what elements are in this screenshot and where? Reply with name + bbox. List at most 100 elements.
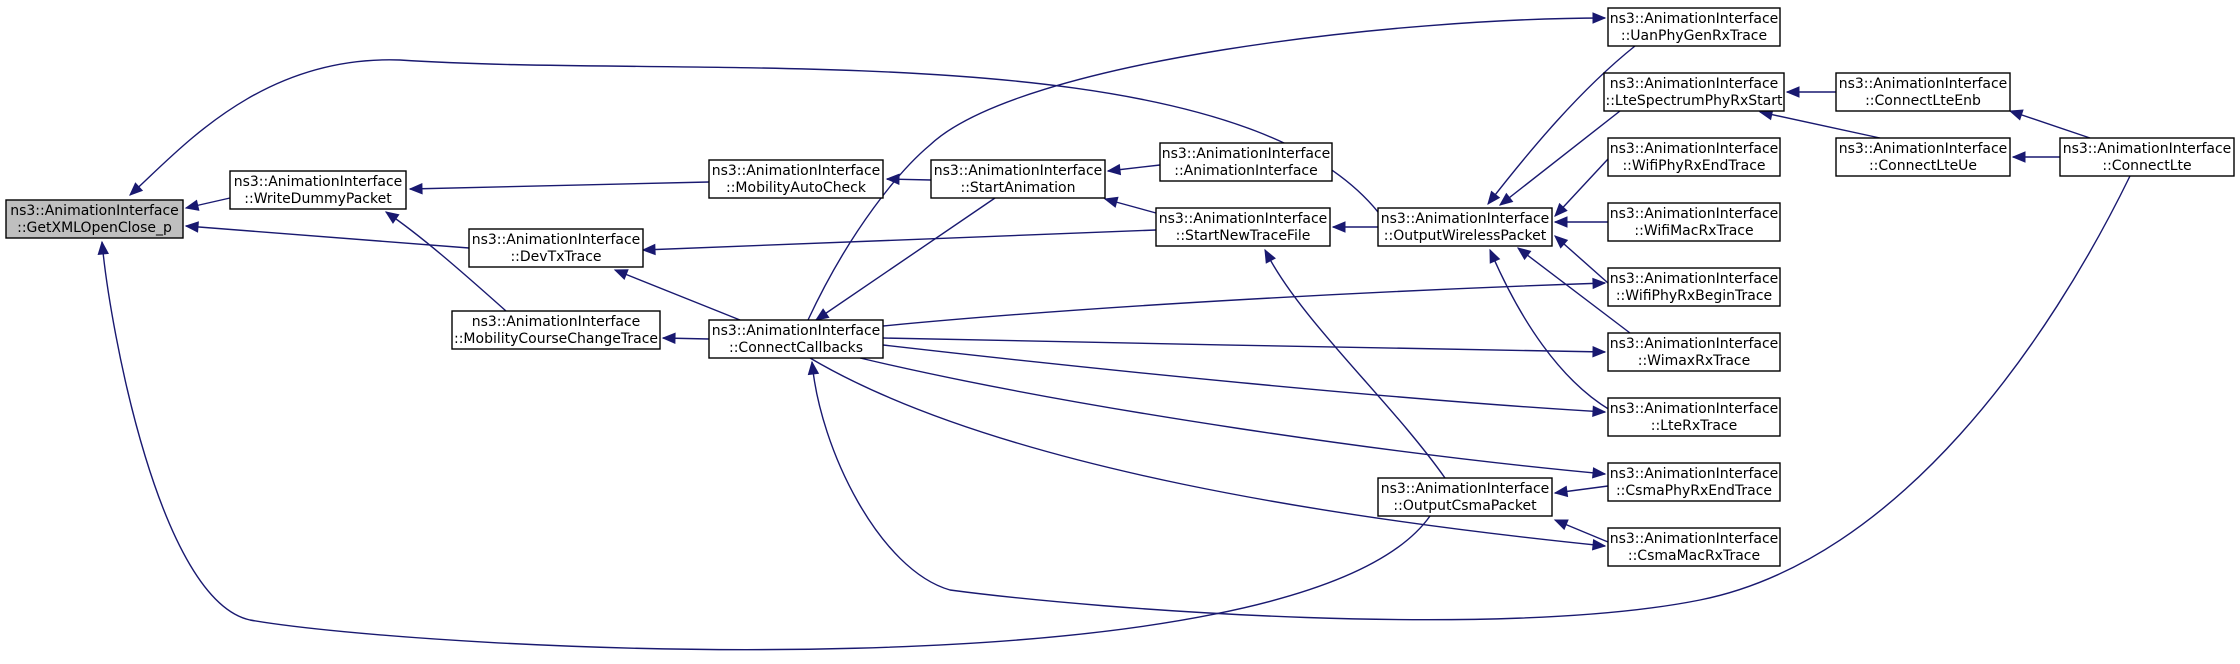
node-method-label: ::ConnectLte	[2102, 158, 2191, 174]
node-wifiphyrxendtrace[interactable]: ns3::AnimationInterface::WifiPhyRxEndTra…	[1607, 137, 1781, 177]
node-box[interactable]	[2059, 137, 2235, 177]
edge-ltespectrum-to-outwireless	[1499, 110, 1621, 206]
node-method-label: ::AnimationInterface	[1174, 163, 1318, 179]
arrowhead-connectlte-to-connectlteenb	[2008, 109, 2024, 121]
node-method-label: ::MobilityCourseChangeTrace	[454, 331, 658, 347]
node-box[interactable]	[1607, 332, 1781, 372]
edge-connectcb-to-uanphy	[807, 17, 1606, 321]
edge-connectcb-to-devtx	[614, 269, 741, 321]
arrowhead-outwireless-to-getxml	[129, 182, 144, 196]
arrowhead-mobilityauto-to-writedummy	[408, 182, 423, 195]
node-box[interactable]	[1607, 137, 1781, 177]
arrowhead-connectcb-to-wimax	[1592, 346, 1607, 358]
arrowhead-connectcb-to-mobilitycourse	[661, 332, 676, 345]
arrowhead-connectcb-to-wifiphybegin	[1592, 277, 1607, 290]
node-startanimation[interactable]: ns3::AnimationInterface::StartAnimation	[930, 159, 1106, 199]
node-method-label: ::WifiPhyRxBeginTrace	[1616, 288, 1772, 304]
node-box[interactable]	[1607, 397, 1781, 437]
node-box[interactable]	[930, 159, 1106, 199]
node-connectlteue[interactable]: ns3::AnimationInterface::ConnectLteUe	[1835, 137, 2011, 177]
node-wimaxrxtrace[interactable]: ns3::AnimationInterface::WimaxRxTrace	[1607, 332, 1781, 372]
node-box[interactable]	[1607, 267, 1781, 307]
node-method-label: ::ConnectLteUe	[1869, 158, 1977, 174]
node-namespace-label: ns3::AnimationInterface	[1159, 211, 1328, 227]
node-box[interactable]	[1607, 527, 1781, 567]
node-namespace-label: ns3::AnimationInterface	[1162, 146, 1331, 162]
arrowhead-connectlte-to-connectlteue	[2011, 151, 2026, 163]
node-box[interactable]	[1607, 462, 1781, 502]
node-namespace-label: ns3::AnimationInterface	[1610, 336, 1779, 352]
node-namespace-label: ns3::AnimationInterface	[1381, 211, 1550, 227]
node-method-label: ::LteRxTrace	[1651, 418, 1738, 434]
node-box[interactable]	[1835, 72, 2011, 112]
node-method-label: ::GetXMLOpenClose_p	[17, 220, 172, 236]
node-devtxtrace[interactable]: ns3::AnimationInterface::DevTxTrace	[468, 228, 644, 268]
node-connectlte[interactable]: ns3::AnimationInterface::ConnectLte	[2059, 137, 2235, 177]
node-box[interactable]	[1835, 137, 2011, 177]
arrowhead-connectlteenb-to-ltespectrum	[1785, 86, 1800, 98]
edge-mobilityauto-to-writedummy	[409, 181, 710, 190]
arrowhead-connectcb-to-devtx	[613, 269, 629, 280]
edge-mobilitycourse-to-writedummy	[385, 211, 507, 312]
edge-outcsma-to-getxml	[101, 241, 1431, 651]
node-wifiphyrxbegintrace[interactable]: ns3::AnimationInterface::WifiPhyRxBeginT…	[1607, 267, 1781, 307]
arrowhead-csmamac-to-outcsma	[1553, 519, 1569, 531]
edge-outcsma-to-startnew	[1264, 249, 1446, 479]
node-namespace-label: ns3::AnimationInterface	[472, 232, 641, 248]
arrowhead-mobilitycourse-to-writedummy	[384, 211, 400, 224]
node-box[interactable]	[708, 159, 884, 199]
node-writedummypacket[interactable]: ns3::AnimationInterface::WriteDummyPacke…	[229, 170, 407, 210]
node-method-label: ::StartNewTraceFile	[1176, 228, 1311, 244]
arrowhead-startnew-to-devtx	[641, 243, 656, 256]
node-box[interactable]	[229, 170, 407, 210]
node-namespace-label: ns3::AnimationInterface	[1610, 141, 1779, 157]
node-startnewtracefile[interactable]: ns3::AnimationInterface::StartNewTraceFi…	[1155, 207, 1331, 247]
node-outputwirelesspacket[interactable]: ns3::AnimationInterface::OutputWirelessP…	[1377, 207, 1553, 247]
node-method-label: ::ConnectCallbacks	[729, 340, 863, 356]
node-box[interactable]	[468, 228, 644, 268]
node-uanphygenrxtrace[interactable]: ns3::AnimationInterface::UanPhyGenRxTrac…	[1607, 7, 1781, 47]
node-mobilitycoursechangetrace[interactable]: ns3::AnimationInterface::MobilityCourseC…	[451, 310, 661, 350]
arrowhead-wifimac-to-outwireless	[1553, 216, 1568, 228]
node-wifimacrxtrace[interactable]: ns3::AnimationInterface::WifiMacRxTrace	[1607, 202, 1781, 242]
node-namespace-label: ns3::AnimationInterface	[712, 163, 881, 179]
node-connectlteenb[interactable]: ns3::AnimationInterface::ConnectLteEnb	[1835, 72, 2011, 112]
node-csmaphyrxendtrace[interactable]: ns3::AnimationInterface::CsmaPhyRxEndTra…	[1607, 462, 1781, 502]
node-lterxtrace[interactable]: ns3::AnimationInterface::LteRxTrace	[1607, 397, 1781, 437]
edge-connectlte-to-connectcb	[811, 175, 2131, 621]
node-box[interactable]	[1159, 142, 1333, 182]
node-method-label: ::OutputCsmaPacket	[1393, 498, 1537, 514]
node-namespace-label: ns3::AnimationInterface	[1610, 11, 1779, 27]
node-getxmlopenclose[interactable]: ns3::AnimationInterface::GetXMLOpenClose…	[5, 199, 184, 239]
node-box[interactable]	[1377, 477, 1553, 517]
node-animationinterface[interactable]: ns3::AnimationInterface::AnimationInterf…	[1159, 142, 1333, 182]
node-box[interactable]	[1377, 207, 1553, 247]
node-box[interactable]	[1155, 207, 1331, 247]
node-box[interactable]	[1607, 202, 1781, 242]
node-csmamacrxtrace[interactable]: ns3::AnimationInterface::CsmaMacRxTrace	[1607, 527, 1781, 567]
node-method-label: ::ConnectLteEnb	[1865, 93, 1981, 109]
node-namespace-label: ns3::AnimationInterface	[934, 163, 1103, 179]
edge-connectcb-to-csmamac	[809, 357, 1606, 547]
node-box[interactable]	[451, 310, 661, 350]
nodes-layer: ns3::AnimationInterface::GetXMLOpenClose…	[5, 7, 2235, 567]
node-mobilityautocheck[interactable]: ns3::AnimationInterface::MobilityAutoChe…	[708, 159, 884, 199]
node-box[interactable]	[708, 319, 884, 359]
edge-devtx-to-getxml	[185, 225, 470, 249]
node-namespace-label: ns3::AnimationInterface	[1610, 206, 1779, 222]
edge-connectcb-to-wimax	[882, 337, 1606, 353]
node-outputcsmapacket[interactable]: ns3::AnimationInterface::OutputCsmaPacke…	[1377, 477, 1553, 517]
edge-startnew-to-devtx	[642, 229, 1157, 251]
node-connectcallbacks[interactable]: ns3::AnimationInterface::ConnectCallback…	[708, 319, 884, 359]
node-box[interactable]	[5, 199, 184, 239]
arrowhead-wimax-to-outwireless	[1516, 247, 1532, 261]
node-namespace-label: ns3::AnimationInterface	[472, 314, 641, 330]
edges-layer	[97, 12, 2131, 651]
node-ltespectrumphyrxstart[interactable]: ns3::AnimationInterface::LteSpectrumPhyR…	[1603, 72, 1785, 112]
edge-wifiphyend-to-outwireless	[1554, 158, 1609, 217]
node-box[interactable]	[1603, 72, 1785, 112]
node-box[interactable]	[1607, 7, 1781, 47]
node-namespace-label: ns3::AnimationInterface	[1610, 466, 1779, 482]
arrowhead-startnew-to-startanim	[1103, 196, 1119, 208]
